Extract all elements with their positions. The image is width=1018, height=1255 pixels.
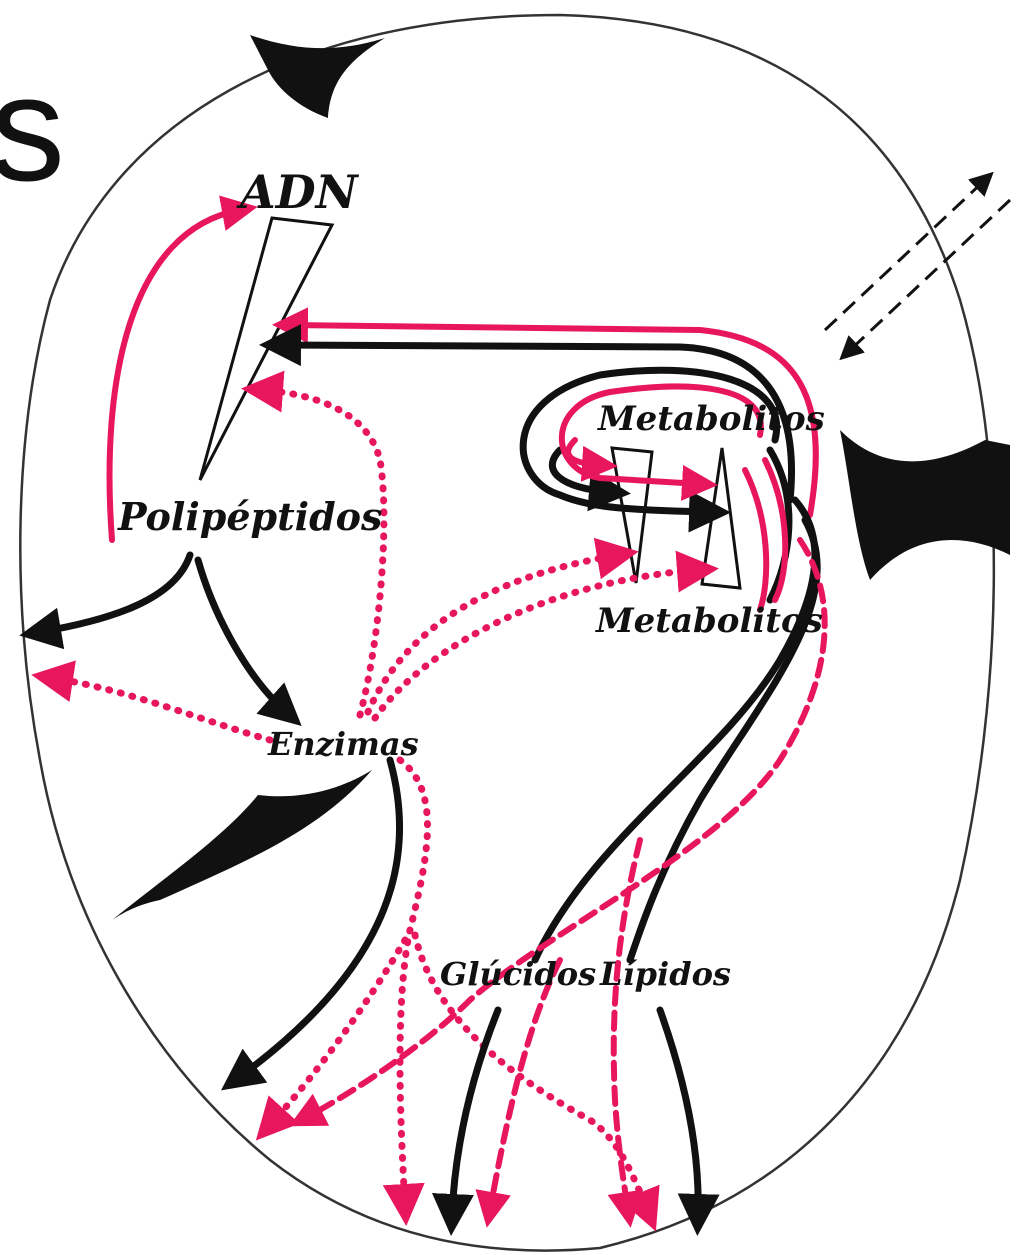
metabolite-loop-pink-inner [568, 440, 600, 465]
cell-membrane [20, 15, 994, 1251]
label-dna: ADN [236, 165, 360, 219]
label-polypeptides: Polipéptidos [117, 494, 382, 539]
metabolite-funnel-right [702, 448, 740, 588]
label-carbohydrates: Glúcidos [440, 955, 596, 993]
label-metabolites-bottom: Metabolitos [595, 601, 823, 641]
metabolite-funnel-left [612, 448, 652, 583]
corner-letter: s [0, 44, 65, 212]
enzymes-dotted-down-a [400, 760, 428, 1205]
junction-right [840, 430, 1010, 580]
label-enzymes: Enzimas [267, 725, 419, 763]
enzymes-to-metabolites-dotted-arrow-a [368, 555, 618, 712]
black-curve-right-b [535, 500, 815, 960]
dna-funnel-shape [200, 218, 332, 480]
junction-top [250, 35, 385, 118]
junction-left [112, 770, 372, 920]
metabolites-dashed-down-c [614, 840, 640, 1210]
enzymes-to-left-dotted-arrow [52, 678, 270, 740]
enzymes-to-dna-dotted-arrow [262, 390, 384, 715]
polypeptides-to-dna-arrow [110, 210, 240, 540]
metabolites-dashed-down-b [490, 960, 560, 1210]
enzymes-to-metabolites-dotted-arrow-b [375, 570, 698, 718]
polypeptides-to-enzymes-arrow [198, 560, 286, 712]
label-metabolites-top: Metabolitos [597, 399, 825, 439]
pink-curve-right-a [745, 470, 766, 610]
label-lipids: Lípidos [599, 955, 731, 993]
lipids-to-bottom-arrow [660, 1010, 698, 1215]
polypeptides-to-left-arrow [40, 555, 190, 632]
